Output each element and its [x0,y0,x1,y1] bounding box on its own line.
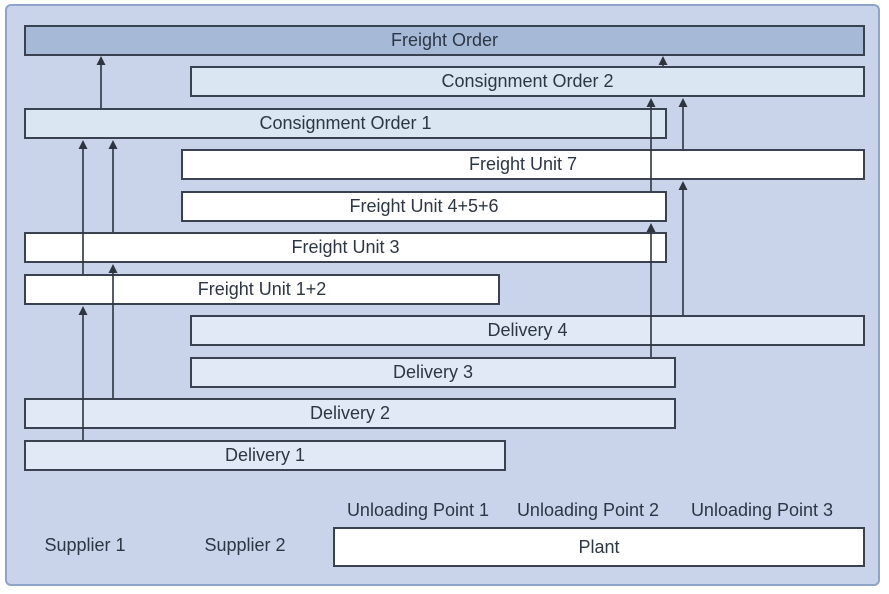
label-supplier-1: Supplier 1 [44,535,126,555]
bar-delivery-3: Delivery 3 [190,357,676,388]
label-unloading-point-1: Unloading Point 1 [346,500,490,520]
bar-freight-unit-1-2: Freight Unit 1+2 [24,274,500,305]
bar-delivery-1: Delivery 1 [24,440,506,471]
bar-consignment-order-1: Consignment Order 1 [24,108,667,139]
bar-freight-unit-4-5-6: Freight Unit 4+5+6 [181,191,667,222]
bar-delivery-2: Delivery 2 [24,398,676,429]
label-unloading-point-3: Unloading Point 3 [690,500,834,520]
label-unloading-point-2: Unloading Point 2 [516,500,660,520]
bar-consignment-order-2: Consignment Order 2 [190,66,865,97]
bar-freight-order: Freight Order [24,25,865,56]
bar-freight-unit-3: Freight Unit 3 [24,232,667,263]
label-supplier-2: Supplier 2 [204,535,286,555]
bar-delivery-4: Delivery 4 [190,315,865,346]
bar-plant: Plant [333,527,865,567]
bar-freight-unit-7: Freight Unit 7 [181,149,865,180]
